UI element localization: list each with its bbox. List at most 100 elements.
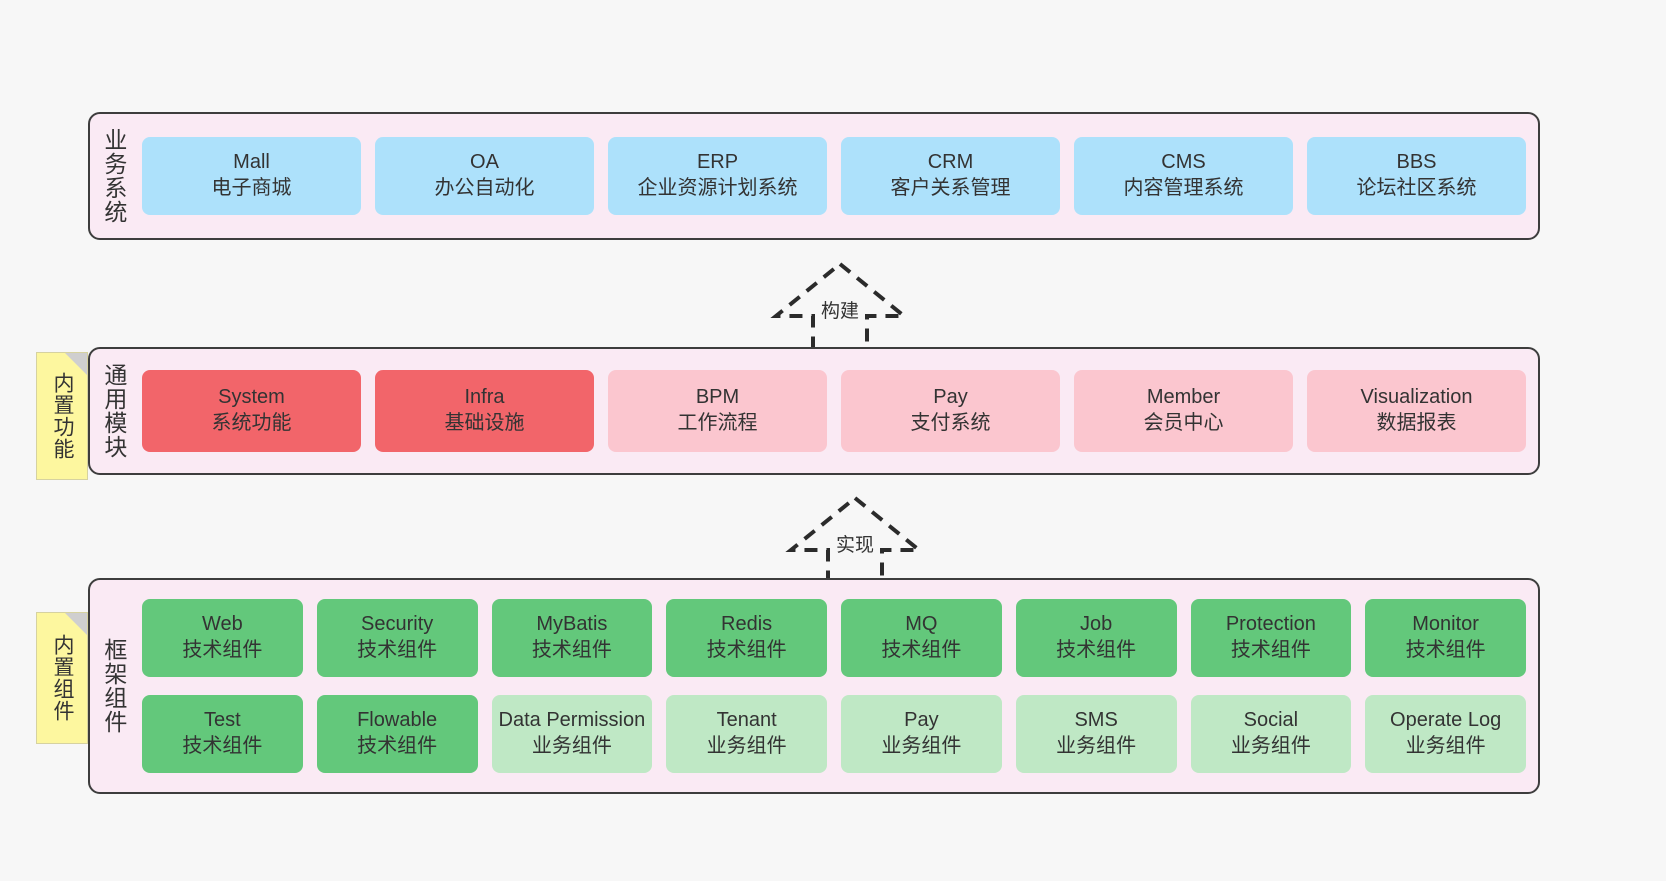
card-system[interactable]: System 系统功能 [142, 370, 361, 452]
connector-implement-arrow: 实现 [770, 492, 940, 592]
card-bpm[interactable]: BPM 工作流程 [608, 370, 827, 452]
card-title-en: Social [1243, 709, 1299, 732]
card-title-en: Data Permission [498, 709, 646, 732]
card-title-cn: 支付系统 [910, 412, 991, 434]
card-redis[interactable]: Redis 技术组件 [666, 599, 827, 677]
card-erp[interactable]: ERP 企业资源计划系统 [608, 137, 827, 215]
card-bbs[interactable]: BBS 论坛社区系统 [1307, 137, 1526, 215]
card-title-cn: 办公自动化 [434, 177, 535, 199]
connector-build-arrow: 构建 [755, 258, 925, 358]
card-sms[interactable]: SMS 业务组件 [1015, 695, 1177, 773]
card-mybatis[interactable]: MyBatis 技术组件 [491, 599, 653, 677]
card-pay-module[interactable]: Pay 支付系统 [841, 370, 1060, 452]
card-title-cn: 基础设施 [444, 412, 525, 434]
card-title-cn: 技术组件 [1230, 639, 1311, 661]
card-title-cn: 技术组件 [706, 639, 787, 661]
note-builtin-components: 内置组件 [36, 612, 88, 744]
card-title-en: Member [1146, 386, 1221, 409]
card-title-en: SMS [1074, 709, 1118, 732]
card-mall[interactable]: Mall 电子商城 [142, 137, 361, 215]
card-title-en: Mall [233, 151, 270, 174]
card-visualization[interactable]: Visualization 数据报表 [1307, 370, 1526, 452]
card-mq[interactable]: MQ 技术组件 [841, 599, 1002, 677]
card-title-en: Tenant [716, 709, 777, 732]
card-title-cn: 技术组件 [531, 639, 612, 661]
card-title-cn: 数据报表 [1376, 412, 1457, 434]
card-title-cn: 企业资源计划系统 [637, 177, 798, 199]
framework-business-row: Test 技术组件 Flowable 技术组件 Data Permission … [142, 695, 1526, 773]
card-title-cn: 业务组件 [1405, 735, 1486, 757]
card-data-permission[interactable]: Data Permission 业务组件 [491, 695, 653, 773]
card-title-en: CMS [1161, 151, 1206, 174]
card-tenant[interactable]: Tenant 业务组件 [666, 695, 827, 773]
card-security[interactable]: Security 技术组件 [316, 599, 478, 677]
business-card-row: Mall 电子商城 OA 办公自动化 ERP 企业资源计划系统 CRM 客户关系… [142, 137, 1526, 215]
card-title-cn: 论坛社区系统 [1356, 177, 1477, 199]
card-flowable[interactable]: Flowable 技术组件 [316, 695, 478, 773]
card-title-en: Pay [933, 386, 968, 409]
card-title-cn: 业务组件 [531, 735, 612, 757]
card-title-en: MQ [905, 613, 938, 636]
card-operate-log[interactable]: Operate Log 业务组件 [1365, 695, 1526, 773]
layer-caption-modules: 通用模块 [100, 363, 127, 459]
card-title-en: BPM [695, 386, 740, 409]
card-infra[interactable]: Infra 基础设施 [375, 370, 594, 452]
card-title-en: Test [204, 709, 241, 732]
card-title-cn: 技术组件 [1056, 639, 1137, 661]
card-title-en: Pay [904, 709, 939, 732]
card-title-cn: 系统功能 [211, 412, 292, 434]
card-social[interactable]: Social 业务组件 [1190, 695, 1352, 773]
card-title-cn: 技术组件 [182, 735, 263, 757]
card-job[interactable]: Job 技术组件 [1015, 599, 1177, 677]
card-title-en: Monitor [1412, 613, 1479, 636]
connector-build-label: 构建 [820, 301, 859, 322]
framework-tech-row: Web 技术组件 Security 技术组件 MyBatis 技术组件 Redi… [142, 599, 1526, 677]
layer-caption-business: 业务系统 [100, 128, 127, 224]
card-oa[interactable]: OA 办公自动化 [375, 137, 594, 215]
card-title-cn: 技术组件 [881, 639, 962, 661]
card-test[interactable]: Test 技术组件 [142, 695, 303, 773]
card-title-cn: 业务组件 [881, 735, 962, 757]
card-member[interactable]: Member 会员中心 [1074, 370, 1293, 452]
layer-framework-components: 框架组件 Web 技术组件 Security 技术组件 MyBatis 技术组件… [88, 578, 1540, 794]
card-title-en: Web [201, 613, 243, 636]
card-monitor[interactable]: Monitor 技术组件 [1365, 599, 1526, 677]
card-cms[interactable]: CMS 内容管理系统 [1074, 137, 1293, 215]
card-title-en: Protection [1225, 613, 1316, 636]
card-title-en: Operate Log [1390, 709, 1502, 732]
card-web[interactable]: Web 技术组件 [142, 599, 303, 677]
card-title-cn: 技术组件 [182, 639, 263, 661]
layer-body-business: Mall 电子商城 OA 办公自动化 ERP 企业资源计划系统 CRM 客户关系… [136, 114, 1538, 238]
layer-common-modules: 通用模块 System 系统功能 Infra 基础设施 BPM 工作流程 Pay [88, 347, 1540, 475]
card-title-cn: 技术组件 [357, 735, 438, 757]
layer-body-framework: Web 技术组件 Security 技术组件 MyBatis 技术组件 Redi… [136, 580, 1538, 792]
layer-caption-framework: 框架组件 [100, 638, 127, 734]
card-title-en: Visualization [1360, 386, 1473, 409]
card-title-cn: 工作流程 [677, 412, 758, 434]
card-title-en: Flowable [357, 709, 438, 732]
layer-body-modules: System 系统功能 Infra 基础设施 BPM 工作流程 Pay 支付系统… [136, 349, 1538, 473]
card-protection[interactable]: Protection 技术组件 [1190, 599, 1352, 677]
card-pay-component[interactable]: Pay 业务组件 [841, 695, 1002, 773]
note-fold-corner-icon [65, 353, 87, 375]
card-title-en: BBS [1396, 151, 1437, 174]
card-title-cn: 业务组件 [706, 735, 787, 757]
card-title-cn: 业务组件 [1230, 735, 1311, 757]
layer-business-system: 业务系统 Mall 电子商城 OA 办公自动化 ERP 企业资源计划系统 CRM [88, 112, 1540, 240]
card-title-en: Redis [721, 613, 773, 636]
card-title-en: MyBatis [536, 613, 608, 636]
note-label: 内置组件 [50, 634, 74, 722]
note-label: 内置功能 [50, 372, 74, 460]
connector-implement-label: 实现 [835, 535, 874, 556]
card-title-cn: 客户关系管理 [890, 177, 1011, 199]
card-title-cn: 内容管理系统 [1123, 177, 1244, 199]
card-title-cn: 技术组件 [1405, 639, 1486, 661]
card-title-en: OA [470, 151, 499, 174]
card-title-en: ERP [696, 151, 739, 174]
card-crm[interactable]: CRM 客户关系管理 [841, 137, 1060, 215]
card-title-cn: 业务组件 [1056, 735, 1137, 757]
card-title-en: Infra [464, 386, 505, 409]
card-title-cn: 电子商城 [211, 177, 292, 199]
card-title-en: System [218, 386, 285, 409]
card-title-cn: 技术组件 [357, 639, 438, 661]
